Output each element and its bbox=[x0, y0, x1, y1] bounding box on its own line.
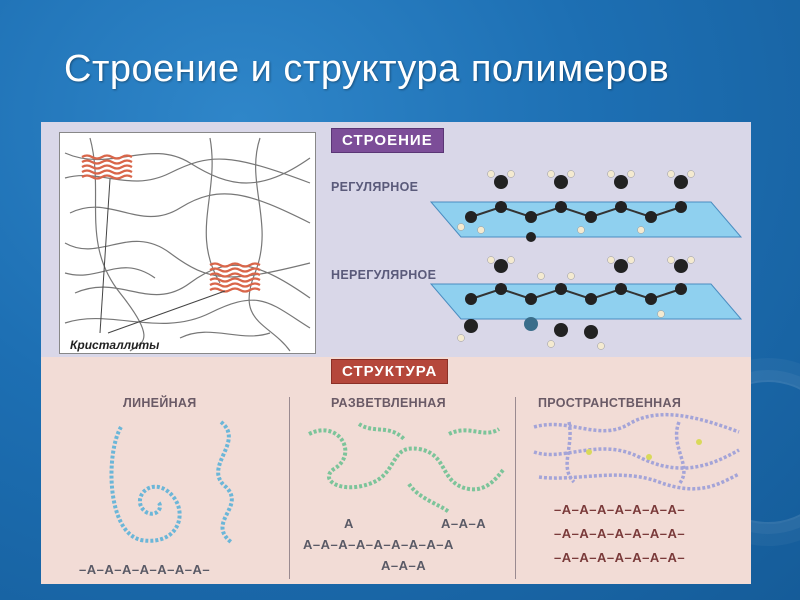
branched-top-left-formula: A bbox=[344, 516, 354, 531]
crystallites-label: Кристаллиты bbox=[70, 338, 160, 352]
regular-chain-diagram bbox=[429, 170, 743, 242]
structure-header: СТРОЕНИЕ bbox=[331, 128, 444, 153]
spatial-label: ПРОСТРАНСТВЕННАЯ bbox=[538, 396, 682, 410]
crystallites-sketch: Кристаллиты bbox=[59, 132, 316, 354]
slide-title: Строение и структура полимеров bbox=[64, 48, 670, 90]
branched-main-formula: A–A–A–A–A–A–A–A–A bbox=[303, 537, 454, 552]
irregular-label: НЕРЕГУЛЯРНОЕ bbox=[331, 268, 437, 282]
spatial-row2-formula: –A–A–A–A–A–A–A– bbox=[554, 526, 686, 541]
linear-formula: –A–A–A–A–A–A–A– bbox=[79, 562, 211, 577]
linear-label: ЛИНЕЙНАЯ bbox=[123, 396, 197, 410]
branched-label: РАЗВЕТВЛЕННАЯ bbox=[331, 396, 446, 410]
linear-chain-drawing bbox=[109, 420, 234, 544]
branched-chain-drawing bbox=[308, 422, 506, 514]
structure-section bbox=[41, 357, 751, 584]
irregular-chain-diagram bbox=[429, 256, 743, 350]
spatial-network-drawing bbox=[533, 412, 740, 491]
structure-type-header: СТРУКТУРА bbox=[331, 359, 449, 384]
divider-left bbox=[289, 397, 290, 579]
spatial-row1-formula: –A–A–A–A–A–A–A– bbox=[554, 502, 686, 517]
spatial-row3-formula: –A–A–A–A–A–A–A– bbox=[554, 550, 686, 565]
regular-label: РЕГУЛЯРНОЕ bbox=[331, 180, 419, 194]
branched-bottom-formula: A–A–A bbox=[381, 558, 427, 573]
branched-top-right-formula: A–A–A bbox=[441, 516, 487, 531]
divider-right bbox=[515, 397, 516, 579]
illustration-panel: Кристаллиты СТРОЕНИЕ РЕГУЛЯРНОЕ НЕРЕГУЛЯ… bbox=[41, 122, 751, 584]
